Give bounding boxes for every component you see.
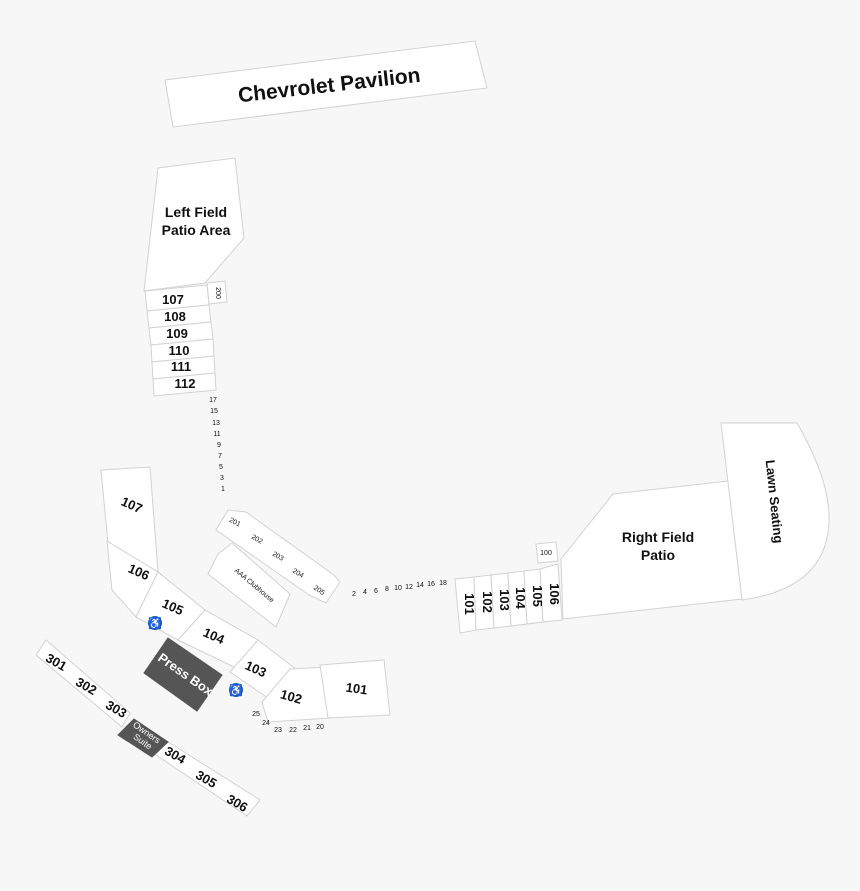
right-field-sections: 101 102 103 104 105 106	[454, 563, 563, 634]
box-number[interactable]: 2	[352, 591, 356, 598]
left-field-section-label: 110	[169, 343, 190, 358]
right-field-section-label: 101	[462, 593, 477, 615]
right-field-section-label: 103	[497, 589, 512, 611]
box-number[interactable]: 8	[385, 586, 389, 593]
box-number[interactable]: 11	[213, 431, 220, 438]
left-field-section-label: 108	[164, 309, 186, 324]
box-number[interactable]: 21	[303, 725, 311, 732]
box-number[interactable]: 3	[220, 475, 224, 482]
left-field-patio-area[interactable]: Left Field Patio Area	[143, 157, 245, 292]
left-field-box-label: 200	[214, 287, 221, 299]
left-field-patio-label-1: Left Field	[165, 204, 227, 220]
box-number[interactable]: 6	[374, 588, 378, 595]
left-field-patio-label-2: Patio Area	[162, 222, 231, 238]
section-101[interactable]	[319, 659, 391, 719]
lawn-seating[interactable]: Lawn Seating	[720, 422, 830, 601]
box-number[interactable]: 24	[262, 720, 270, 727]
right-field-patio-label-2: Patio	[641, 547, 675, 563]
upper-box-201[interactable]: 201	[228, 517, 242, 529]
home-plate-boxes: 25 24 23 22 21 20	[252, 711, 324, 734]
suites-row: 301 302 303 304 305 306	[35, 639, 261, 817]
box-number[interactable]: 22	[289, 727, 297, 734]
right-field-section-label: 104	[513, 587, 528, 609]
box-number[interactable]: 23	[274, 727, 282, 734]
left-field-line-boxes: 17 15 13 11 9 7 5 3 1	[209, 397, 225, 493]
left-field-section-label: 109	[166, 326, 188, 341]
left-field-sections: 107 108 109 110 111 112	[144, 284, 217, 397]
box-number[interactable]: 17	[209, 397, 217, 404]
right-field-box-label: 100	[540, 550, 552, 557]
right-field-section-label: 106	[547, 583, 562, 605]
baseline-boxes: 2 4 6 8 10 12 14 16 18	[352, 580, 447, 598]
svg-text:♿: ♿	[148, 617, 162, 630]
left-field-section-label: 112	[175, 376, 196, 391]
right-field-patio-label-1: Right Field	[622, 529, 694, 545]
box-number[interactable]: 5	[219, 464, 223, 471]
box-number[interactable]: 1	[221, 486, 225, 493]
right-field-box-100[interactable]: 100	[535, 541, 559, 564]
box-number[interactable]: 7	[218, 453, 222, 460]
right-field-section-label: 102	[480, 591, 495, 613]
left-field-section-112[interactable]	[152, 372, 217, 397]
svg-text:♿: ♿	[229, 684, 243, 697]
box-number[interactable]: 15	[210, 408, 218, 415]
box-number[interactable]: 16	[427, 581, 435, 588]
box-number[interactable]: 13	[212, 420, 220, 427]
section-label: 101	[345, 680, 369, 698]
right-field-section-label: 105	[530, 585, 545, 607]
box-number[interactable]: 10	[394, 585, 402, 592]
box-number[interactable]: 25	[252, 711, 260, 718]
upper-boxes: 201 202 203 204 205	[215, 509, 341, 604]
upper-box-203[interactable]: 203	[271, 551, 285, 563]
left-field-section-label: 111	[171, 359, 191, 374]
left-field-box-200[interactable]: 200	[206, 280, 228, 305]
box-number[interactable]: 12	[405, 584, 413, 591]
box-number[interactable]: 18	[439, 580, 447, 587]
box-number[interactable]: 4	[363, 589, 367, 596]
chevrolet-pavilion[interactable]: Chevrolet Pavilion	[164, 40, 488, 128]
wheelchair-icon: ♿	[148, 616, 162, 630]
box-number[interactable]: 20	[316, 724, 324, 731]
box-number[interactable]: 14	[416, 582, 424, 589]
wheelchair-icon: ♿	[229, 683, 243, 697]
box-number[interactable]: 9	[217, 442, 221, 449]
right-field-section-106[interactable]	[539, 563, 563, 623]
grandstand-sections: 107 106 105 104 103 102 101	[100, 466, 391, 723]
upper-box-202[interactable]: 202	[250, 534, 264, 546]
right-field-patio[interactable]: Right Field Patio	[560, 480, 743, 620]
left-field-section-label: 107	[162, 292, 184, 307]
section-label: 102	[279, 686, 304, 706]
